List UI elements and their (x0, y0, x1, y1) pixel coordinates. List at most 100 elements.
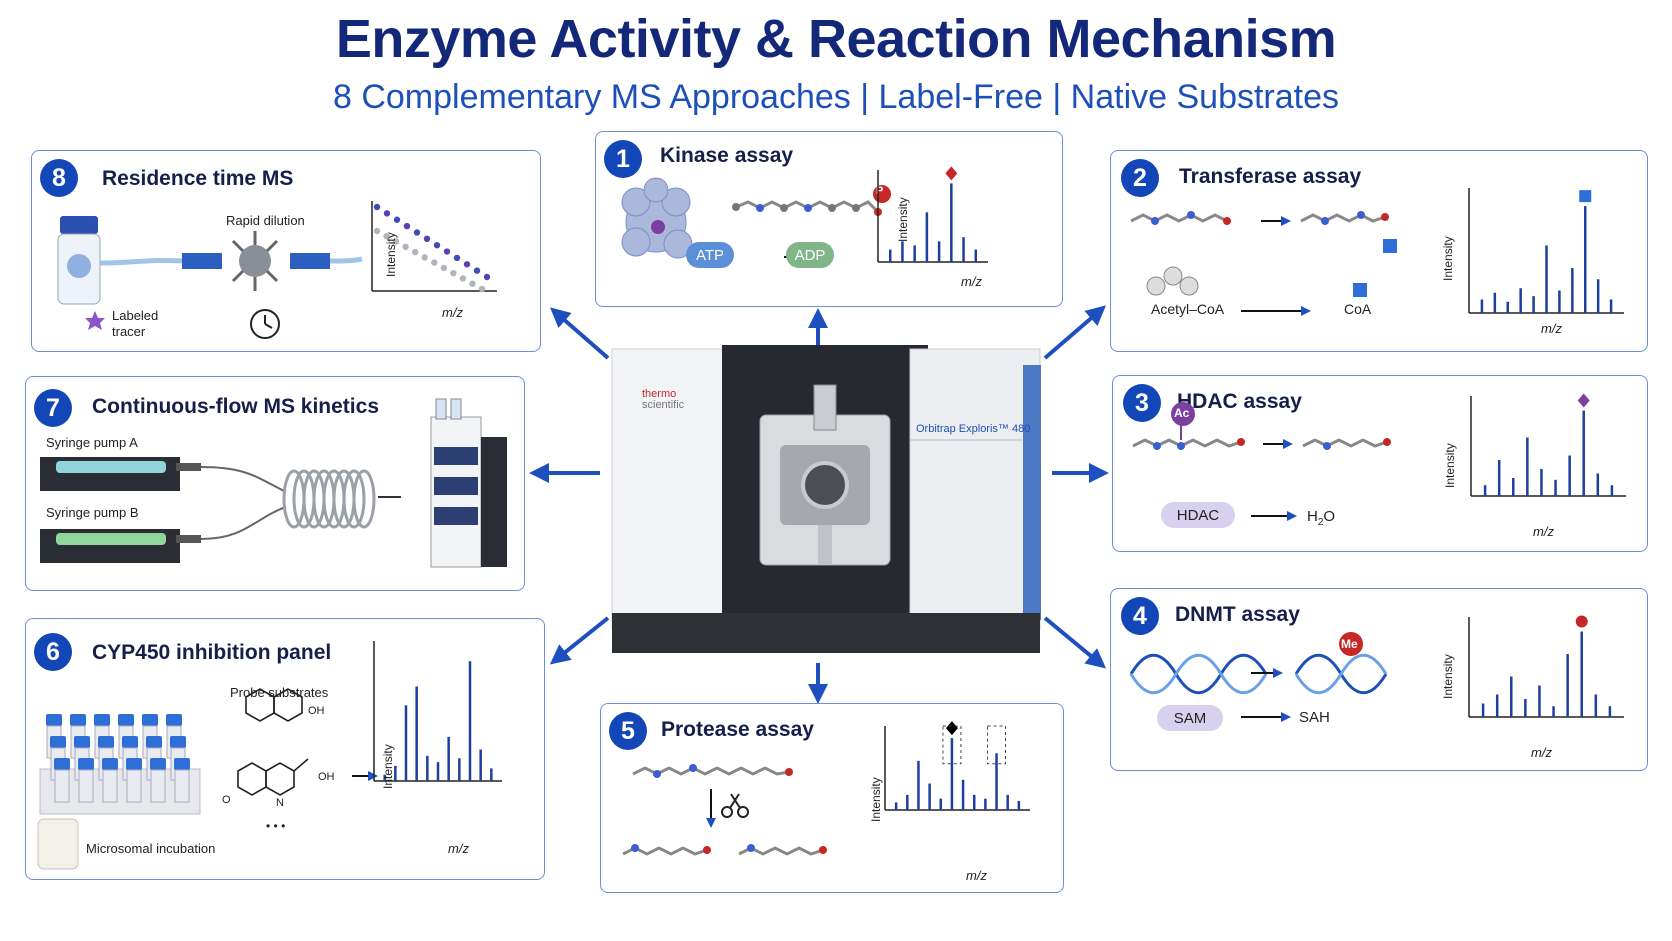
decay-point-series-a (373, 203, 381, 211)
mixing-coil-icon (282, 469, 376, 529)
vial-cap (46, 714, 62, 726)
vial-cap (126, 758, 142, 770)
peak-marker (945, 721, 958, 736)
vial-body (102, 769, 118, 803)
panel-number-badge: 1 (604, 140, 642, 178)
x-axis-label: m/z (1533, 524, 1554, 539)
panel-hdac-assay: 3 HDAC assay Ac HDAC H2O Intensity m/z (1112, 375, 1648, 552)
probe-substrates-label: Probe substrates (230, 685, 329, 700)
mass-spectrum (1470, 393, 1626, 497)
peak-marker (1577, 393, 1590, 408)
page-title: Enzyme Activity & Reaction Mechanism (335, 9, 1337, 69)
decay-point-series-a (483, 273, 491, 281)
decay-point-series-b (392, 238, 400, 245)
panel-number-badge: 2 (1121, 159, 1159, 197)
y-axis-label: Intensity (381, 744, 395, 789)
oxygen-label: O (222, 794, 231, 806)
probe-structure-2-icon (237, 758, 309, 796)
instrument-model: Orbitrap Exploris™ 480 (916, 423, 1031, 435)
decay-point-series-b (411, 248, 419, 256)
decay-point-series-b (469, 280, 476, 287)
vial-body (150, 769, 166, 803)
decay-point-series-b (478, 285, 486, 293)
phosphate-tag: P (876, 185, 884, 197)
enzyme-pill: HDAC (1161, 502, 1235, 528)
syringe-pump-b-label: Syringe pump B (46, 505, 139, 520)
panel-number-badge: 4 (1121, 597, 1159, 635)
water-label: H2O (1307, 508, 1336, 528)
peak-marker (1575, 615, 1588, 628)
decay-curve-plot (371, 201, 497, 293)
y-axis-label: Intensity (869, 777, 883, 822)
vial-cap (50, 736, 66, 748)
vial-cap (146, 736, 162, 748)
page-subtitle: 8 Complementary MS Approaches | Label-Fr… (332, 78, 1340, 116)
panel-residence-time-ms: 8 Residence time MS Rapid dilution Label… (31, 150, 541, 352)
peak-marker (945, 166, 958, 181)
mass-spectrum (1468, 615, 1624, 718)
hydroxyl-label-1: OH (308, 705, 325, 717)
vial-body (174, 769, 190, 803)
decay-point-series-b (431, 259, 438, 266)
hydroxyl-label-2: OH (318, 771, 335, 783)
vial-cap (166, 714, 182, 726)
vial-cap (70, 714, 86, 726)
peptide-chain-icon (1130, 211, 1397, 253)
panel-number-badge: 5 (609, 712, 647, 750)
x-axis-label: m/z (966, 868, 987, 883)
decay-point-series-b (373, 227, 381, 235)
vial-cap (150, 758, 166, 770)
acetyl-coa-molecule-icon (1146, 266, 1199, 296)
star-icon (85, 311, 105, 330)
arrow-to-panel-6 (549, 616, 610, 665)
lc-ms-stack-icon (430, 398, 507, 568)
vial-icon (57, 216, 101, 305)
y-axis-label: Intensity (1441, 654, 1455, 699)
panel-title: HDAC assay (1177, 390, 1302, 413)
vial-cap (170, 736, 186, 748)
vial-cap (94, 714, 110, 726)
cofactor-pill: SAM (1157, 705, 1223, 731)
decay-point-series-a (473, 267, 481, 274)
enzyme-structure-icon (621, 177, 693, 259)
y-axis-label: Intensity (1443, 443, 1457, 488)
panel-title: Transferase assay (1179, 165, 1362, 188)
syringe-pump-b-icon (40, 529, 201, 563)
highlight-box (987, 725, 1007, 765)
decay-point-series-a (453, 254, 461, 262)
coil-loop (352, 469, 376, 529)
x-axis-label: m/z (442, 305, 463, 320)
syringe-pump-a-label: Syringe pump A (46, 435, 138, 450)
panel-title: Protease assay (661, 718, 814, 741)
panel-title: DNMT assay (1175, 603, 1300, 626)
nitrogen-label: N (276, 797, 284, 809)
substrate-pill: ATP (686, 242, 734, 268)
mass-spectrum (373, 641, 502, 782)
syringe-pump-a-icon (40, 457, 201, 491)
arrow-to-panel-2 (1043, 305, 1107, 360)
microsomal-incubation-label: Microsomal incubation (86, 841, 216, 856)
panel-title: Kinase assay (660, 144, 794, 167)
panel-dnmt-assay: 4 DNMT assay Me SAM SAH Intensity m/z (1110, 588, 1648, 771)
vial-body (126, 769, 142, 803)
mass-spectrum (877, 166, 988, 263)
panel-number-badge: 3 (1123, 384, 1161, 422)
vial-cap (174, 758, 190, 770)
donor-label: Acetyl–CoA (1151, 301, 1225, 317)
panel-cyp450-inhibition: 6 CYP450 inhibition panel Probe substrat… (25, 618, 545, 880)
vial-cap (142, 714, 158, 726)
probe-structure-1-icon (245, 688, 303, 722)
decay-point-series-a (443, 248, 451, 255)
y-axis-label: Intensity (896, 197, 910, 242)
vial-body (54, 769, 70, 803)
dna-helix-icon (1129, 632, 1388, 695)
vial-cap (54, 758, 70, 770)
panel-number-badge: 8 (40, 159, 78, 197)
decay-point-series-a (403, 222, 411, 230)
coa-icon (1353, 283, 1367, 297)
panel-transferase-assay: 2 Transferase assay Acetyl–CoA CoA Inten… (1110, 150, 1648, 352)
decay-point-series-a (393, 216, 401, 223)
ellipsis: • • • (266, 819, 286, 833)
rapid-dilution-label: Rapid dilution (226, 213, 305, 228)
decay-point-series-b (450, 269, 457, 277)
